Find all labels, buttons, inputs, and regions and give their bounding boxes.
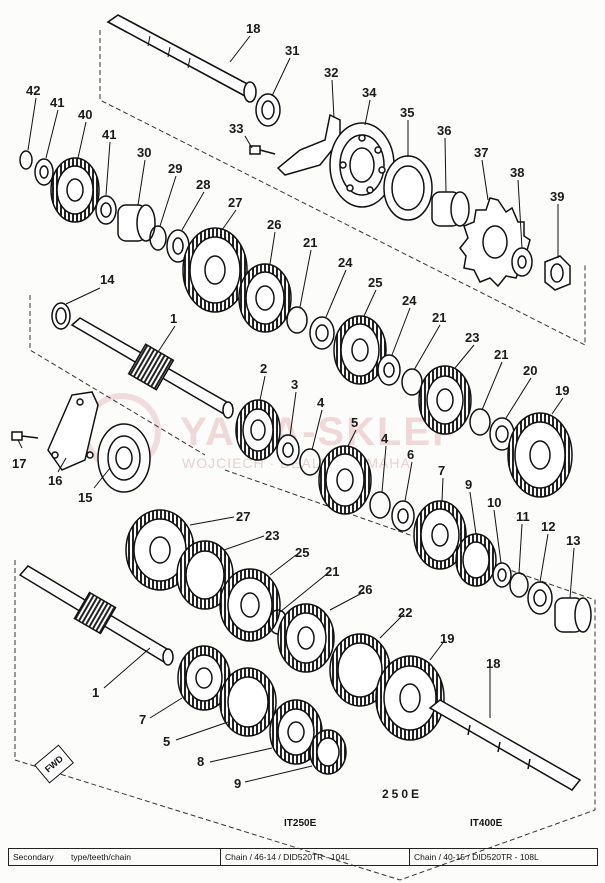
callout-35: 35 (400, 105, 414, 120)
callout-22: 22 (398, 605, 412, 620)
lower-gear-set (18, 509, 582, 791)
callout-40: 40 (78, 107, 92, 122)
callout-5-low: 5 (163, 734, 170, 749)
callout-29: 29 (168, 161, 182, 176)
callout-4-a: 4 (317, 395, 325, 410)
callout-34: 34 (362, 85, 377, 100)
bearing-housing (11, 391, 151, 493)
callout-32: 32 (324, 65, 338, 80)
callout-19-low: 19 (440, 631, 454, 646)
callout-41: 41 (102, 127, 116, 142)
table-row: Secondary type/teeth/chain Chain / 46-14… (8, 848, 598, 866)
callout-3: 3 (291, 377, 298, 392)
callout-38: 38 (510, 165, 524, 180)
sprocket-assembly (249, 93, 571, 291)
callout-4-b: 4 (381, 431, 389, 446)
callout-17: 17 (12, 456, 26, 471)
callout-5-mid: 5 (351, 415, 358, 430)
callout-27-low: 27 (236, 509, 250, 524)
callout-15: 15 (78, 490, 92, 505)
drive-axle-upper (106, 14, 257, 103)
callout-30: 30 (137, 145, 151, 160)
callout-31: 31 (285, 43, 299, 58)
callout-20: 20 (523, 363, 537, 378)
callout-36: 36 (437, 123, 451, 138)
callout-7-low: 7 (139, 712, 146, 727)
callout-33: 33 (229, 121, 243, 136)
callout-25-low: 25 (295, 545, 309, 560)
callout-23: 23 (465, 330, 479, 345)
cell-it250e: Chain / 46-14 / DID520TR - 104L (220, 848, 410, 866)
callout-21-a: 21 (303, 235, 317, 250)
callout-12: 12 (541, 519, 555, 534)
callout-28: 28 (196, 177, 210, 192)
part-number-labels: 18 31 32 34 35 36 37 38 39 33 42 41 40 4… (12, 21, 580, 801)
callout-9-mid: 9 (465, 477, 472, 492)
callout-10: 10 (487, 495, 501, 510)
callout-26-top: 26 (267, 217, 281, 232)
group-frames (14, 30, 596, 881)
callout-8: 8 (197, 754, 204, 769)
callout-41-top: 41 (50, 95, 64, 110)
callout-9-low: 9 (234, 776, 241, 791)
callout-21-low: 21 (325, 564, 339, 579)
callout-42: 42 (26, 83, 40, 98)
secondary-drive-spec-table: Secondary type/teeth/chain Chain / 46-14… (8, 848, 598, 866)
row-label: Secondary (8, 848, 67, 866)
callout-39: 39 (550, 189, 564, 204)
upper-gear-set (19, 150, 573, 498)
callout-16: 16 (48, 473, 62, 488)
callout-1-low: 1 (92, 685, 99, 700)
table-model-header-it400e: IT400E (470, 818, 503, 829)
callout-21-b: 21 (432, 310, 446, 325)
callout-14: 14 (100, 272, 115, 287)
callout-1-mid: 1 (170, 311, 177, 326)
leader-lines (17, 35, 575, 783)
callout-24-b: 24 (402, 293, 417, 308)
callout-37: 37 (474, 145, 488, 160)
callout-21-c: 21 (494, 347, 508, 362)
callout-2: 2 (260, 361, 267, 376)
cell-it400e: Chain / 40-15 / DID520TR - 108L (409, 848, 598, 866)
callout-23-low: 23 (265, 528, 279, 543)
callout-6: 6 (407, 447, 414, 462)
main-axle-middle (51, 302, 592, 633)
callout-19-top: 19 (555, 383, 569, 398)
callout-26-low: 26 (358, 582, 372, 597)
callout-11: 11 (516, 509, 530, 524)
callout-7-mid: 7 (438, 463, 445, 478)
row-type: type/teeth/chain (67, 848, 221, 866)
callout-24-a: 24 (338, 255, 353, 270)
callout-18-top: 18 (246, 21, 260, 36)
table-model-header-it250e: IT250E (284, 818, 317, 829)
callout-13: 13 (566, 533, 580, 548)
callout-27-top: 27 (228, 195, 242, 210)
model-code-label: 250E (382, 787, 422, 801)
callout-18-low: 18 (486, 656, 500, 671)
callout-25-top: 25 (368, 275, 382, 290)
forward-label: FWD (42, 753, 66, 775)
